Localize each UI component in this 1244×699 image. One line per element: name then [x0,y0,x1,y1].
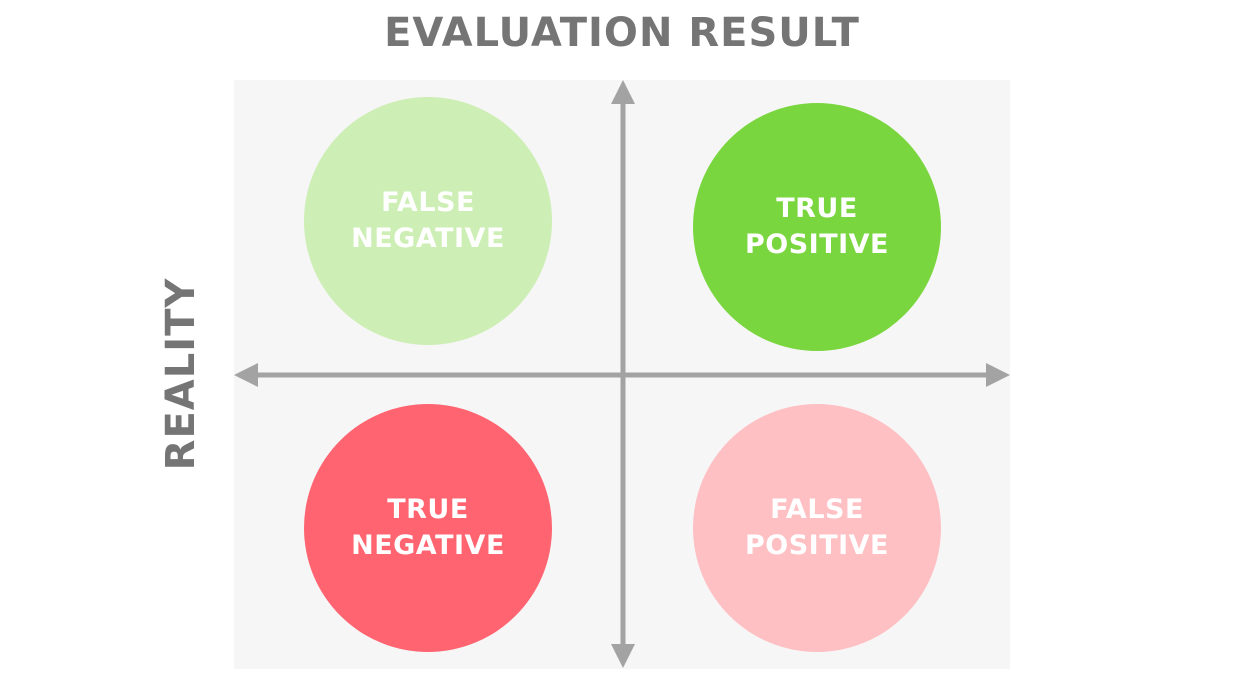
vertical-axis-arrow-bottom [611,644,635,668]
true-negative-line1: TRUE [387,494,469,525]
vertical-axis-arrow-top [611,80,635,104]
horizontal-axis-arrow-right [986,363,1010,387]
true-positive-circle: TRUE POSITIVE [693,103,941,351]
diagram-title: EVALUATION RESULT [384,10,860,56]
true-positive-line2: POSITIVE [744,229,890,260]
false-negative-circle: FALSE NEGATIVE [304,97,552,345]
true-negative-line2: NEGATIVE [351,530,505,561]
false-positive-line2: POSITIVE [744,530,890,561]
false-positive-circle: FALSE POSITIVE [693,404,941,652]
false-negative-line1: FALSE [381,187,475,218]
false-negative-line2: NEGATIVE [351,223,505,254]
true-positive-line1: TRUE [776,193,858,224]
true-negative-circle: TRUE NEGATIVE [304,404,552,652]
horizontal-axis-arrow-left [234,363,258,387]
false-positive-line1: FALSE [770,494,864,525]
